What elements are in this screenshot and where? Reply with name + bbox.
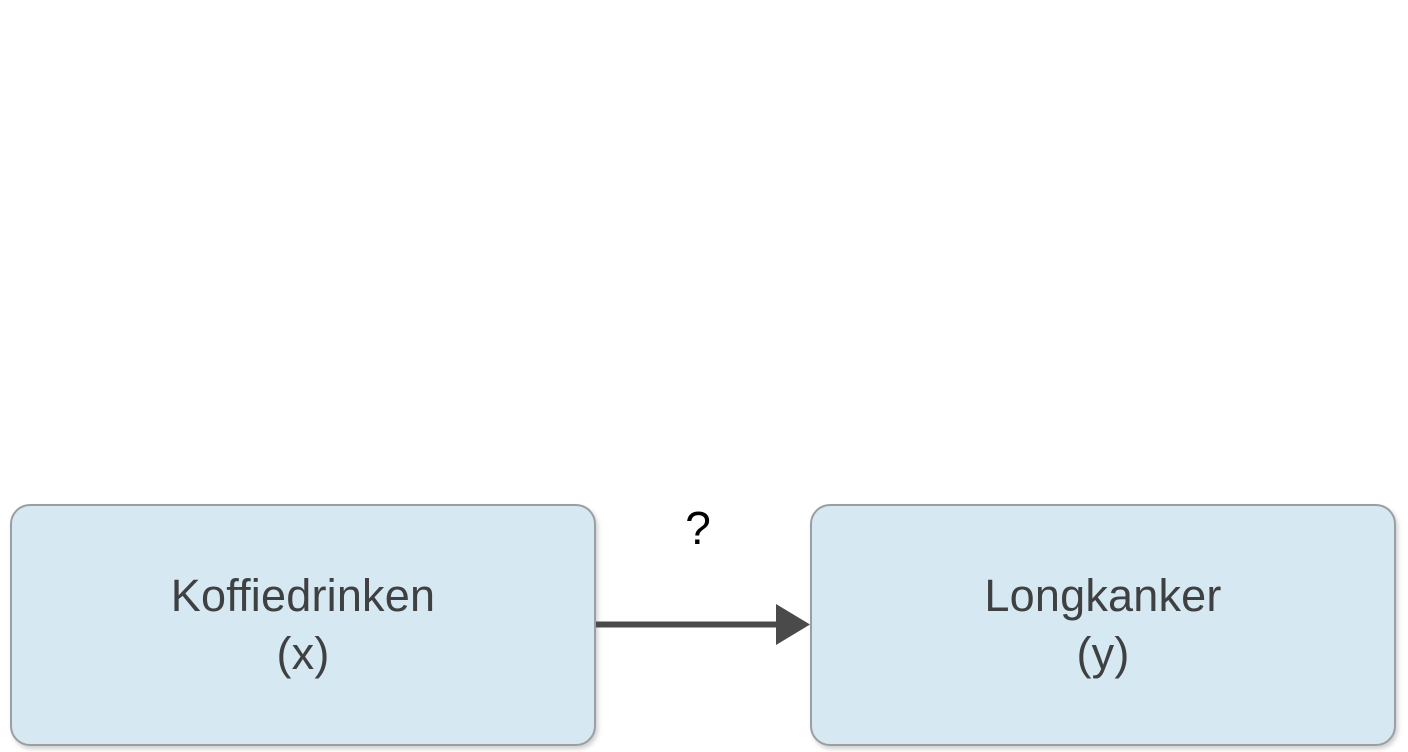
arrowhead-icon	[776, 604, 810, 645]
node-koffiedrinken-variable: (x)	[276, 628, 330, 679]
edge-label-question-mark: ?	[685, 502, 711, 554]
node-longkanker-variable: (y)	[1076, 628, 1130, 679]
edge-cause-to-effect[interactable]	[596, 604, 810, 645]
node-longkanker[interactable]: Longkanker (y)	[810, 504, 1396, 746]
node-koffiedrinken-title: Koffiedrinken	[170, 570, 436, 622]
node-longkanker-title: Longkanker	[984, 570, 1222, 622]
node-koffiedrinken[interactable]: Koffiedrinken (x)	[10, 504, 596, 746]
